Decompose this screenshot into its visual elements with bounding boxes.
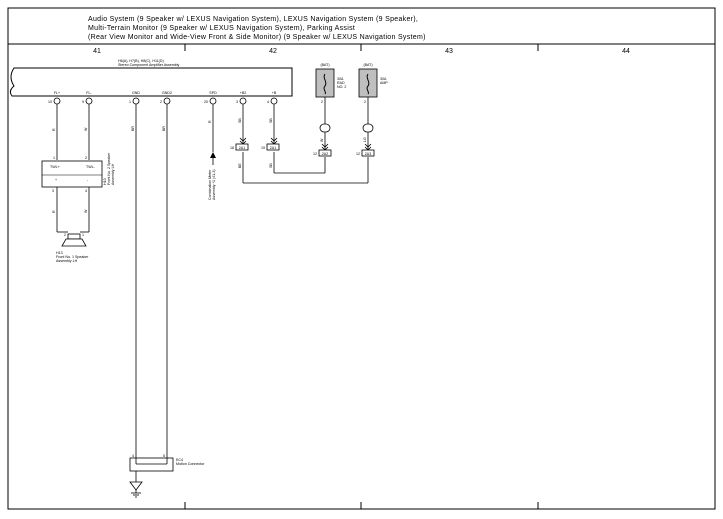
speaker-id: H13 — [56, 251, 63, 255]
junction-3-id: 2A2 — [322, 152, 328, 156]
column-number-42: 42 — [269, 48, 277, 55]
fuse-1-name2: RAD — [337, 81, 345, 85]
tweeter-pin-minus: - — [87, 178, 89, 182]
junction-3-num: 12 — [313, 152, 317, 156]
wire-color-fl-minus: W — [84, 127, 88, 131]
junction-1-id: 2A1 — [239, 146, 245, 150]
pin-label-fl-minus: FL- — [86, 91, 92, 95]
fuse-1-name: 30A — [337, 77, 344, 81]
pin-num-spd: 20 — [204, 100, 208, 104]
wire-color-tweeter-plus: R — [52, 210, 56, 213]
pin-label-fl-plus: FL+ — [54, 91, 60, 95]
wire-color-fuse1: W — [320, 138, 324, 142]
motion-pin-4: 4 — [132, 454, 134, 458]
pin-label-spd: SPD — [209, 91, 217, 95]
junction-2-id: 2A1 — [270, 146, 276, 150]
amplifier-id: H6(A), H7(B), H8(C), H11(D) — [118, 59, 164, 63]
pin-num-gnd2: 2 — [160, 100, 162, 104]
wire-color-fl-plus: R — [52, 128, 56, 131]
title-line-2: Multi-Terrain Monitor (9 Speaker w/ LEXU… — [88, 25, 355, 32]
tweeter-name-2: Assembly LH — [111, 163, 115, 185]
tweeter-box — [41, 160, 103, 188]
tweeter-name-1: Front No. 2 Speaker — [107, 152, 111, 185]
wire-color-b2-lower: BE — [238, 163, 242, 168]
fuse-1-name3: NO. 2 — [337, 85, 346, 89]
fuse-1-pin: 2 — [321, 100, 323, 104]
wire-color-tweeter-minus: W — [84, 209, 88, 213]
motion-connector — [129, 457, 174, 482]
inline-connectors — [319, 123, 374, 133]
fuse-box-rad — [315, 68, 335, 98]
wire-color-b: SB — [269, 118, 273, 123]
pin-circle-spd — [209, 97, 217, 105]
spd-arrow — [210, 152, 216, 165]
pin-label-b: +B — [272, 91, 277, 95]
pin-label-b2: +B2 — [240, 91, 247, 95]
fuse-2-name: 30A — [380, 77, 387, 81]
motion-id: EC4 — [176, 458, 183, 462]
speaker-symbol — [61, 233, 87, 247]
fuse-2-pin: 2 — [364, 100, 366, 104]
wires — [56, 97, 369, 457]
speaker-pin-2: 2 — [64, 233, 66, 237]
tweeter-pin-3: 3 — [52, 189, 54, 193]
pin-circle-b2 — [239, 97, 247, 105]
fuse-2-power: (BAT) — [363, 63, 372, 67]
amplifier-pins — [53, 97, 278, 105]
tweeter-pin-2: 2 — [85, 156, 87, 160]
pin-num-b2: 3 — [236, 100, 238, 104]
fuse-box-amp — [358, 68, 378, 98]
junction-2-num: 19 — [261, 146, 265, 150]
pin-num-gnd: 1 — [129, 100, 131, 104]
tweeter-pin-plus: + — [55, 178, 57, 182]
speed-source-line-2: Assembly *1 (41-3) — [212, 169, 216, 200]
wire-color-gnd: BR — [131, 126, 135, 131]
fuse-1-power: (BAT) — [320, 63, 329, 67]
pin-label-gnd: GND — [132, 91, 140, 95]
wire-color-spd: R — [208, 120, 212, 123]
speaker-name-1: Front No. 1 Speaker — [56, 255, 89, 259]
tweeter-pin-1: 1 — [53, 156, 55, 160]
wire-color-b-lower: SB — [269, 163, 273, 168]
amplifier-box — [9, 67, 293, 97]
pin-circle-fl-plus — [53, 97, 61, 105]
wire-color-gnd2: BR — [162, 126, 166, 131]
pin-label-gnd2: GND2 — [162, 91, 172, 95]
speaker-pin-1: 1 — [82, 233, 84, 237]
pin-num-fl-plus: 10 — [48, 100, 52, 104]
motion-pin-5: 5 — [163, 454, 165, 458]
tweeter-pin-twl-minus: TWL- — [86, 165, 96, 169]
pin-circle-fl-minus — [85, 97, 93, 105]
tweeter-id: H10 — [103, 178, 107, 185]
pin-num-fl-minus: 9 — [82, 100, 84, 104]
junction-4-num: 12 — [356, 152, 360, 156]
pin-circle-gnd2 — [163, 97, 171, 105]
speed-source-line-1: Combination Meter — [208, 169, 212, 200]
tweeter-pin-twl-plus: TWL+ — [50, 165, 60, 169]
tweeter-pin-4: 4 — [85, 189, 87, 193]
fuse-2-name2: AMP — [380, 81, 388, 85]
pin-num-b: 4 — [267, 100, 269, 104]
speaker-name-2: Assembly LH — [56, 259, 78, 263]
column-number-41: 41 — [93, 48, 101, 55]
amplifier-name: Stereo Component Amplifier Assembly — [118, 63, 180, 67]
junction-connectors — [235, 137, 375, 157]
ground-icon — [129, 481, 143, 498]
pin-circle-gnd — [132, 97, 140, 105]
junction-4-id: 2A3 — [365, 152, 371, 156]
column-number-44: 44 — [622, 48, 630, 55]
pin-circle-b — [270, 97, 278, 105]
junction-1-num: 18 — [230, 146, 234, 150]
wire-color-b2: SB — [238, 118, 242, 123]
wire-color-fuse2: LG — [363, 137, 367, 142]
column-number-43: 43 — [445, 48, 453, 55]
motion-name: Motion Connector — [176, 462, 205, 466]
title-line-3: (Rear View Monitor and Wide-View Front &… — [88, 34, 426, 41]
title-line-1: Audio System (9 Speaker w/ LEXUS Navigat… — [88, 16, 418, 23]
